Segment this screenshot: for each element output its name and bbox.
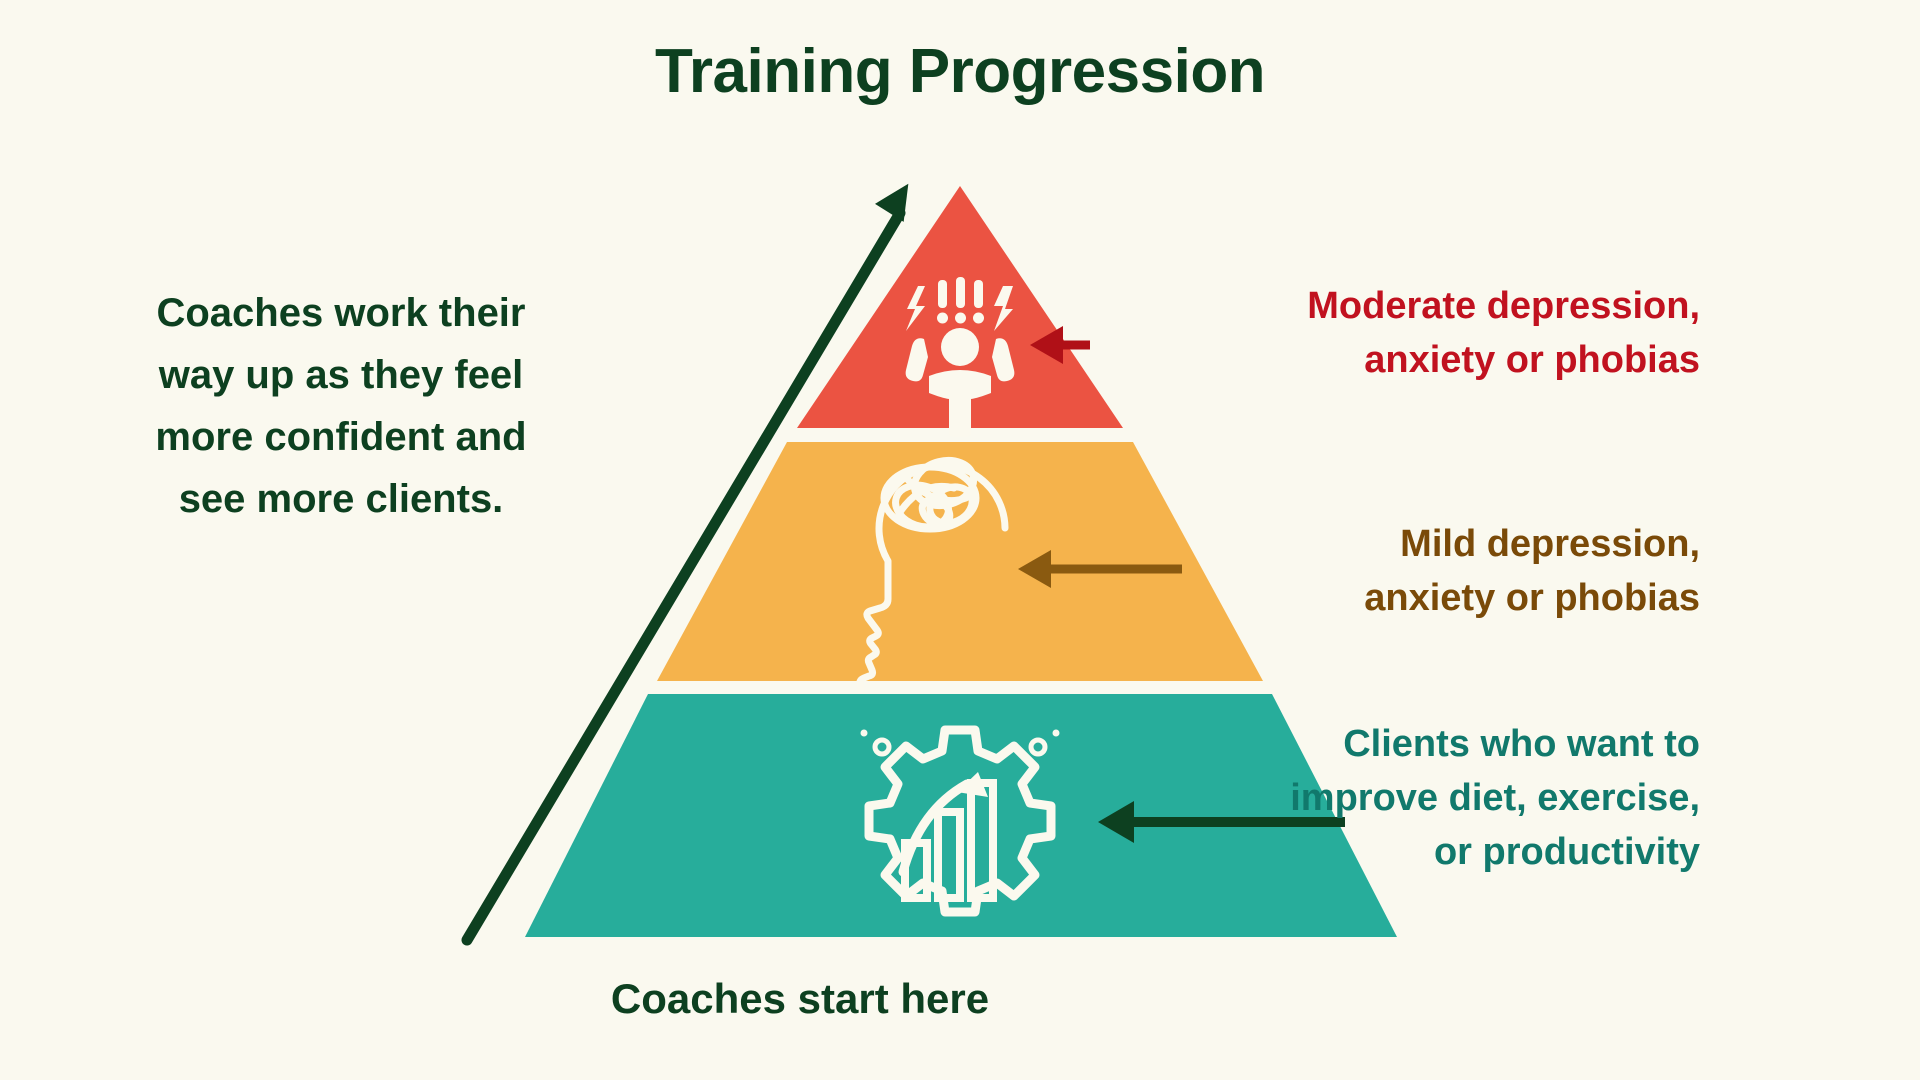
tier-label-top-line-1: Moderate depression, <box>1307 285 1700 327</box>
gear-bar-chart-growth-icon <box>860 725 1060 917</box>
tier-label-bottom-line-2: improve diet, exercise, <box>1290 776 1700 819</box>
tier-label-top: Moderate depression, anxiety or phobias <box>1060 280 1700 388</box>
left-caption: Coaches work their way up as they feel m… <box>76 282 606 530</box>
tier-label-bottom-line-1: Clients who want to <box>1343 723 1700 765</box>
left-caption-line-1: Coaches work their <box>156 291 526 335</box>
tier-label-bottom-line-3: or productivity <box>1433 830 1700 873</box>
stressed-person-icon <box>905 277 1015 437</box>
tangled-brain-head-icon <box>839 456 1009 707</box>
tier-label-top-line-2: anxiety or phobias <box>1364 338 1700 381</box>
tier-label-bottom: Clients who want to improve diet, exerci… <box>1090 718 1700 880</box>
bottom-caption: Coaches start here <box>610 975 990 1022</box>
page-title: Training Progression <box>654 37 1266 106</box>
left-caption-line-2: way up as they feel <box>158 353 524 397</box>
left-caption-line-4: see more clients. <box>178 477 504 521</box>
tier-label-middle: Mild depression, anxiety or phobias <box>1100 518 1700 626</box>
tier-label-middle-line-2: anxiety or phobias <box>1364 576 1700 619</box>
tier-label-middle-line-1: Mild depression, <box>1400 523 1700 565</box>
left-caption-line-3: more confident and <box>155 415 527 459</box>
